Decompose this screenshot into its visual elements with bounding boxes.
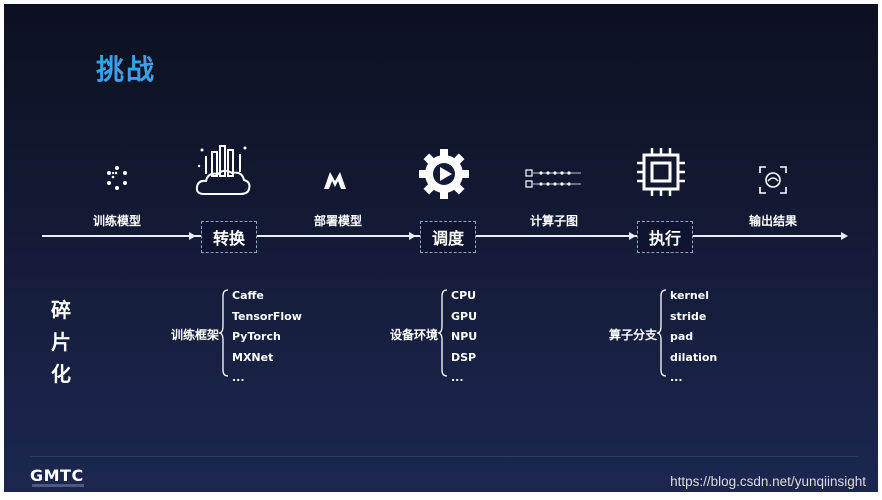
arrow-head (841, 232, 848, 240)
stage-execute: 执行 (637, 221, 693, 253)
list-item: MXNet (232, 350, 274, 364)
operator-list: kernel stride pad dilation ... (670, 286, 717, 389)
gmtc-logo: GMTC (30, 466, 84, 485)
list-item: ... (451, 371, 464, 384)
gear-play-icon (419, 149, 469, 199)
brace-icon (656, 289, 667, 377)
logo-subtitle-bar (32, 484, 84, 487)
cloud-bars-icon (195, 145, 251, 195)
flow-step-label: 部署模型 (313, 214, 362, 228)
fragmentation-char: 片 (51, 330, 71, 354)
list-item: pad (670, 330, 694, 343)
fragmentation-title: 碎 片 化 (50, 294, 72, 390)
group-label-devices: 设备环境 (389, 328, 438, 342)
slide: 挑战 训练模型 转换 部署模型 (4, 4, 878, 492)
list-item: dilation (670, 350, 718, 364)
model-nodes-icon (107, 166, 127, 190)
arrow-head (629, 232, 636, 240)
arrow-head (409, 232, 416, 240)
flow-step-label: 训练模型 (92, 214, 141, 228)
source-watermark: https://blog.csdn.net/yunqiinsight (670, 474, 866, 489)
fragmentation-char: 化 (51, 362, 71, 386)
flow-step-label: 输出结果 (748, 214, 797, 228)
flow-step-label: 计算子图 (529, 214, 578, 228)
brace-icon (218, 289, 229, 377)
list-item: DSP (451, 350, 477, 364)
group-label-operators: 算子分支 (608, 328, 657, 342)
list-item: GPU (451, 309, 478, 323)
device-list: CPU GPU NPU DSP ... (451, 286, 477, 389)
stage-convert: 转换 (201, 221, 257, 253)
list-item: PyTorch (232, 330, 281, 343)
list-item: Caffe (232, 289, 264, 302)
list-item: ... (670, 371, 683, 384)
list-item: NPU (451, 330, 478, 343)
slide-title: 挑战 (96, 53, 157, 86)
output-frame-icon (759, 166, 787, 194)
list-item: ... (232, 371, 245, 384)
group-label-frameworks: 训练框架 (170, 328, 219, 342)
graph-nodes-icon (525, 169, 581, 188)
list-item: kernel (670, 289, 709, 302)
footer-divider (30, 456, 858, 457)
brace-icon (437, 289, 448, 377)
m-logo-icon (324, 172, 346, 189)
fragmentation-char: 碎 (51, 298, 71, 322)
list-item: stride (670, 309, 707, 323)
list-item: CPU (451, 289, 477, 302)
arrow-head (189, 232, 196, 240)
framework-list: Caffe TensorFlow PyTorch MXNet ... (232, 286, 302, 389)
stage-schedule: 调度 (420, 221, 476, 253)
chip-icon (637, 148, 685, 196)
list-item: TensorFlow (232, 309, 302, 323)
